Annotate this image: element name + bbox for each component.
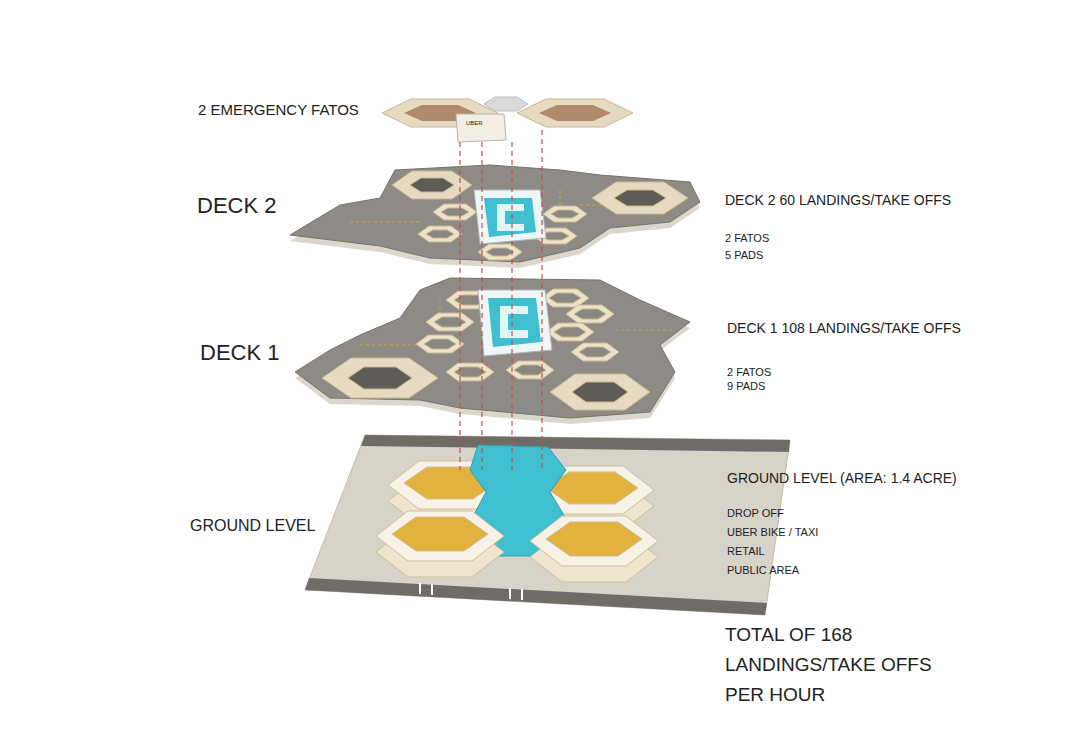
annotation-label: DROP OFF	[727, 507, 784, 520]
annotation-label: DECK 2 60 LANDINGS/TAKE OFFS	[725, 192, 951, 209]
annotation-label: 2 EMERGENCY FATOS	[198, 101, 359, 119]
annotation-label: DECK 2	[197, 193, 276, 219]
annotation-label: 9 PADS	[727, 380, 765, 393]
annotation-label: GROUND LEVEL	[190, 516, 315, 535]
annotation-label: DECK 1 108 LANDINGS/TAKE OFFS	[727, 320, 961, 337]
annotation-label: DECK 1	[200, 340, 279, 366]
annotation-label: GROUND LEVEL (AREA: 1.4 ACRE)	[727, 470, 957, 487]
annotation-label: 5 PADS	[725, 249, 763, 262]
sign-text: UBER	[466, 120, 483, 127]
annotation-label: 2 FATOS	[725, 232, 769, 245]
annotation-label: RETAIL	[727, 545, 765, 558]
annotation-label: 2 FATOS	[727, 366, 771, 379]
annotation-label: PUBLIC AREA	[727, 564, 799, 577]
annotation-label: UBER BIKE / TAXI	[727, 526, 818, 539]
annotation-label: TOTAL OF 168 LANDINGS/TAKE OFFS PER HOUR	[725, 620, 975, 710]
